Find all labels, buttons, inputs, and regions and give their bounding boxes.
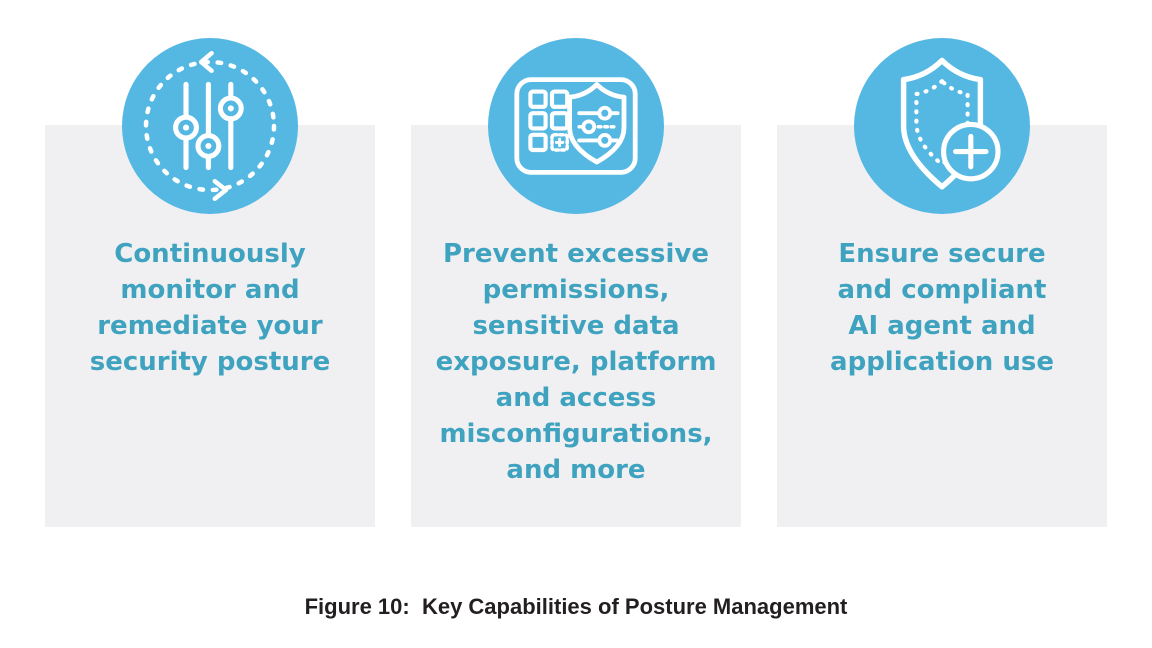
dashboard-shield-sliders-icon-graphic xyxy=(514,77,638,175)
dashboard-shield-sliders-icon xyxy=(488,38,664,214)
card-continuous-monitoring: Continuously monitor and remediate your … xyxy=(45,0,375,527)
sliders-cycle-icon xyxy=(122,38,298,214)
card-prevent-misconfigurations: Prevent excessive permissions, sensitive… xyxy=(411,0,741,527)
card-secure-ai-use: Ensure secure and compliant AI agent and… xyxy=(777,0,1107,527)
shield-plus-icon xyxy=(854,38,1030,214)
sliders-cycle-icon-graphic xyxy=(143,50,277,202)
figure-caption: Figure 10: Key Capabilities of Posture M… xyxy=(304,594,848,619)
shield-plus-icon-graphic xyxy=(900,57,1001,190)
card-text: Ensure secure and compliant AI agent and… xyxy=(830,239,1054,377)
card-text: Prevent excessive permissions, sensitive… xyxy=(435,239,717,485)
card-text: Continuously monitor and remediate your … xyxy=(89,239,331,377)
capability-cards: Continuously monitor and remediate your … xyxy=(45,0,1107,527)
